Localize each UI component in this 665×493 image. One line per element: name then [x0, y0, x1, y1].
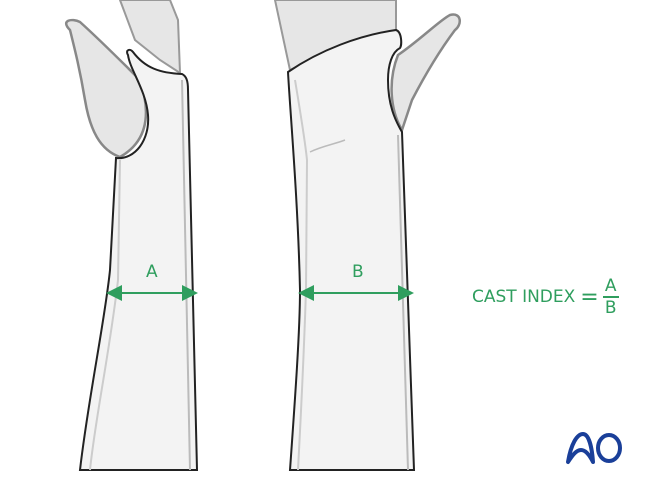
label-b: B [352, 262, 364, 282]
left-thumb [64, 18, 148, 159]
formula-text: CAST INDEX [472, 287, 576, 307]
numerator: A [604, 276, 617, 296]
right-thumb [390, 13, 461, 133]
cast-index-formula: CAST INDEX = A B [472, 276, 619, 318]
ao-logo [566, 432, 622, 464]
left-cast [78, 48, 199, 471]
formula-equals: = [580, 284, 599, 310]
label-a: A [146, 262, 158, 282]
denominator: B [604, 298, 617, 318]
fraction: A B [602, 276, 619, 318]
right-cast [286, 28, 416, 471]
fraction-bar [602, 296, 619, 298]
left-arm-lateral-view [64, 0, 199, 471]
right-arm-dorsal-view [273, 0, 461, 471]
